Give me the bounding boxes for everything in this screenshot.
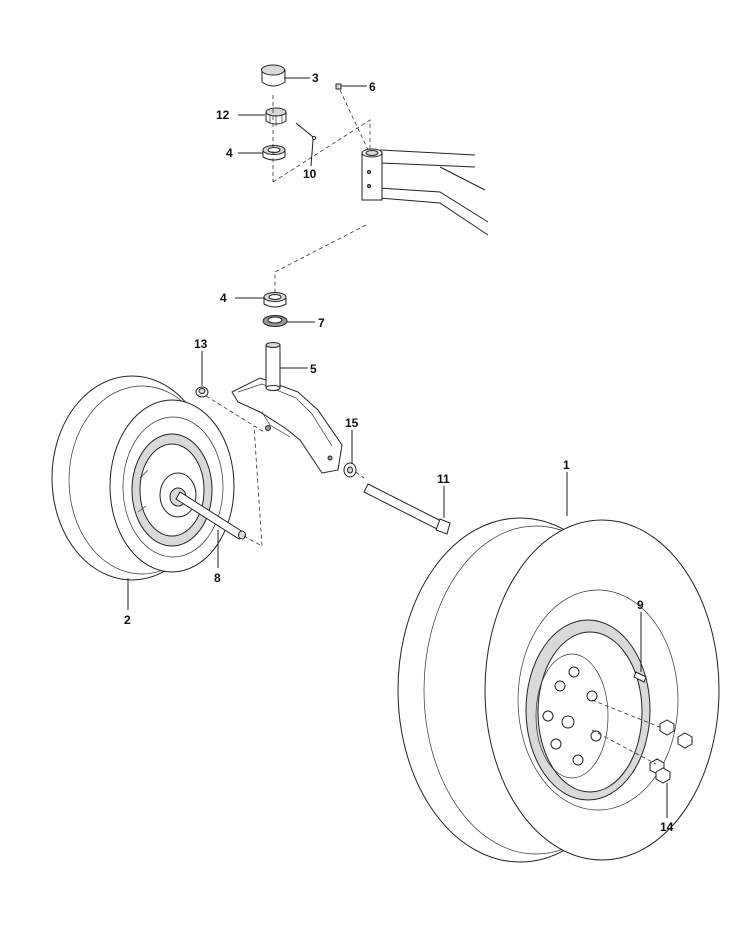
bearing-lower-part — [263, 292, 287, 308]
callout-11: 11 — [437, 472, 450, 486]
callout-6: 6 — [369, 80, 376, 94]
drive-wheel-part — [397, 517, 720, 863]
castle-nut-part — [265, 107, 287, 126]
wheel-stud-part — [633, 671, 647, 683]
callout-9: 9 — [637, 598, 644, 612]
callout-5: 5 — [310, 362, 317, 376]
callout-15: 15 — [345, 416, 359, 430]
callout-labels: 3 6 12 4 10 4 7 13 5 15 1 11 8 2 9 14 — [124, 71, 674, 834]
lock-nut-part — [195, 386, 209, 398]
callout-10: 10 — [303, 167, 317, 181]
cotter-pin-part — [295, 122, 317, 141]
callout-3: 3 — [312, 71, 319, 85]
callout-13: 13 — [194, 337, 208, 351]
callout-leader-lines — [127, 77, 668, 818]
callout-1: 1 — [563, 458, 570, 472]
assembly-guide-lines — [205, 89, 663, 765]
bearing-upper-part — [262, 145, 286, 161]
caster-fork-part — [231, 342, 343, 474]
grease-fitting-part — [335, 83, 342, 90]
callout-4-lower: 4 — [220, 291, 227, 305]
lug-nuts-part — [649, 719, 693, 784]
callout-2: 2 — [124, 613, 131, 627]
frame-tube-part — [361, 148, 489, 236]
callout-12: 12 — [216, 108, 230, 122]
caster-wheel-part — [51, 375, 235, 581]
callout-4-upper: 4 — [226, 146, 233, 160]
long-bolt-part — [363, 483, 451, 535]
callout-7: 7 — [318, 316, 325, 330]
axle-part — [175, 491, 246, 540]
dust-cap-part — [261, 64, 286, 87]
callout-14: 14 — [660, 820, 674, 834]
washer-part — [343, 462, 357, 478]
seal-part — [262, 315, 288, 327]
callout-8: 8 — [214, 571, 221, 585]
